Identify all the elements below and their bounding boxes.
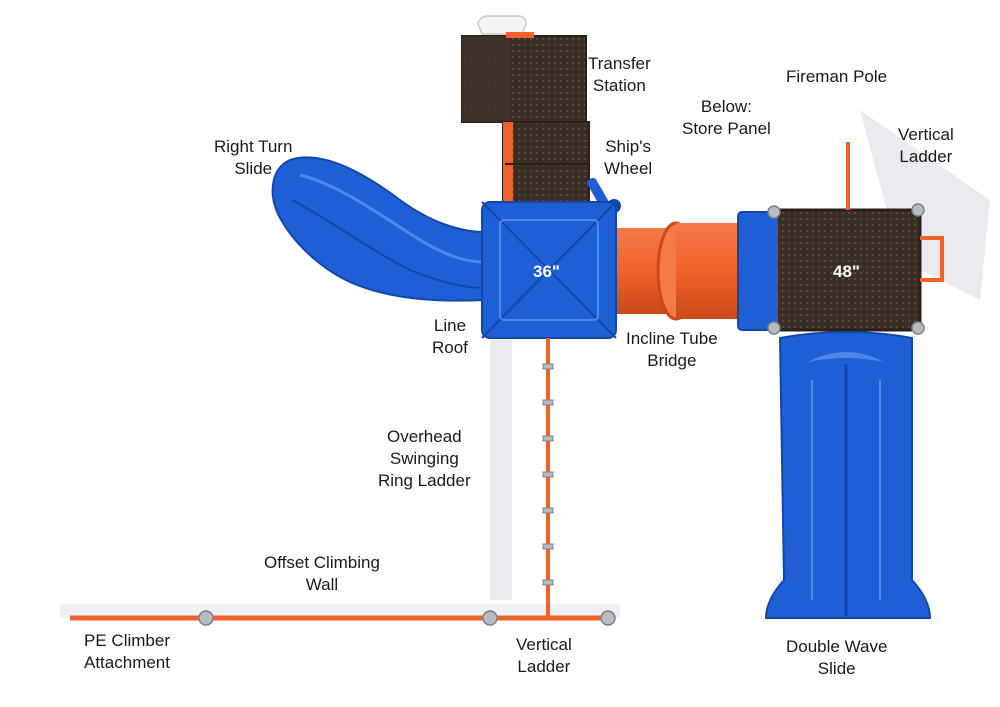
right-deck-height: 48" [833,262,860,281]
left-deck-height: 36" [533,262,560,281]
right-turn-slide [271,156,485,302]
offset-climbing-wall [70,610,616,626]
right-deck [767,203,925,335]
incline-tube-bridge [612,211,779,331]
ground-shadows [60,110,990,618]
transfer-station [461,15,590,207]
deck-clamps [767,203,925,335]
overhead-ring-ladder [542,338,554,620]
label-store-panel: Below:Store Panel [682,97,771,138]
label-fireman-pole: Fireman Pole [786,67,888,86]
vertical-ladder-top [920,236,944,282]
line-roof [481,201,617,339]
double-wave-slide [764,331,932,619]
